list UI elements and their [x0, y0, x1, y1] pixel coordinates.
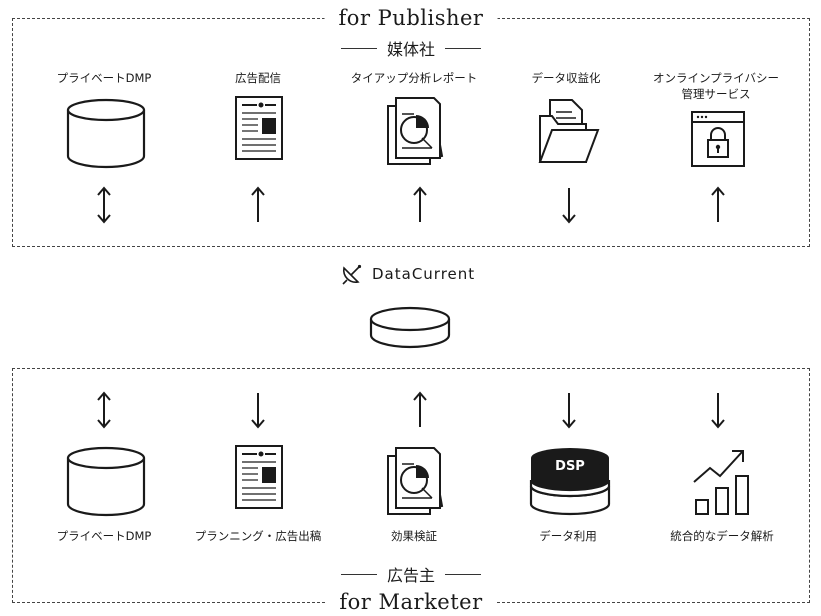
central-database-icon — [369, 306, 451, 349]
pub-arrow-up — [711, 186, 725, 222]
pub-item-label-ad-delivery: 広告配信 — [235, 71, 281, 85]
mkt-arrow-up — [413, 391, 427, 427]
mkt-arrow-down — [251, 393, 265, 429]
database-icon — [66, 98, 146, 169]
dsp-server-icon: DSP — [529, 448, 611, 516]
mkt-item-label-effect: 効果検証 — [391, 529, 437, 543]
marketer-section-title: for Marketer — [325, 588, 497, 616]
satellite-dish-icon — [342, 264, 362, 285]
pub-item-label-privacy-line2: 管理サービス — [681, 87, 751, 101]
brand-name: DataCurrent — [372, 265, 476, 283]
folder-document-icon — [538, 99, 600, 163]
mkt-item-label-dmp: プライベートDMP — [56, 529, 152, 543]
datacurrent-brand: DataCurrent — [340, 262, 475, 286]
subtitle-rule-right — [445, 573, 482, 575]
pub-item-label-dmp: プライベートDMP — [56, 71, 152, 85]
pub-arrow-up — [251, 186, 265, 222]
report-analysis-icon — [387, 447, 444, 516]
pub-item-label-privacy: オンラインプライバシー 管理サービス — [653, 70, 779, 102]
publisher-section-title: for Publisher — [324, 4, 498, 32]
pub-arrow-down — [562, 188, 576, 224]
publisher-subtitle-text: 媒体社 — [386, 40, 436, 59]
mkt-arrow-down — [711, 393, 725, 429]
mkt-item-label-integrated: 統合的なデータ解析 — [670, 529, 774, 543]
dsp-icon-label: DSP — [555, 459, 585, 474]
mkt-item-label-planning: プランニング・広告出稿 — [194, 529, 322, 543]
pub-item-label-data-monetize: データ収益化 — [531, 71, 601, 85]
subtitle-rule-right — [445, 47, 482, 49]
pub-arrow-bidirectional — [97, 186, 111, 224]
pub-arrow-up — [413, 186, 427, 222]
report-analysis-icon — [387, 97, 444, 166]
document-icon — [235, 445, 283, 509]
subtitle-rule-left — [340, 573, 377, 575]
lock-browser-icon — [691, 111, 745, 167]
database-icon — [66, 446, 146, 517]
pub-item-label-tieup-report: タイアップ分析レポート — [350, 71, 478, 85]
pub-item-label-privacy-line1: オンラインプライバシー — [653, 71, 779, 85]
publisher-subtitle: 媒体社 — [340, 36, 482, 60]
mkt-arrow-bidirectional — [97, 391, 111, 429]
mkt-item-label-data-use: データ利用 — [539, 529, 597, 543]
marketer-subtitle: 広告主 — [340, 562, 482, 586]
subtitle-rule-left — [340, 47, 377, 49]
growth-chart-icon — [693, 450, 749, 515]
document-icon — [235, 96, 283, 160]
marketer-subtitle-text: 広告主 — [386, 566, 436, 585]
mkt-arrow-down — [562, 393, 576, 429]
